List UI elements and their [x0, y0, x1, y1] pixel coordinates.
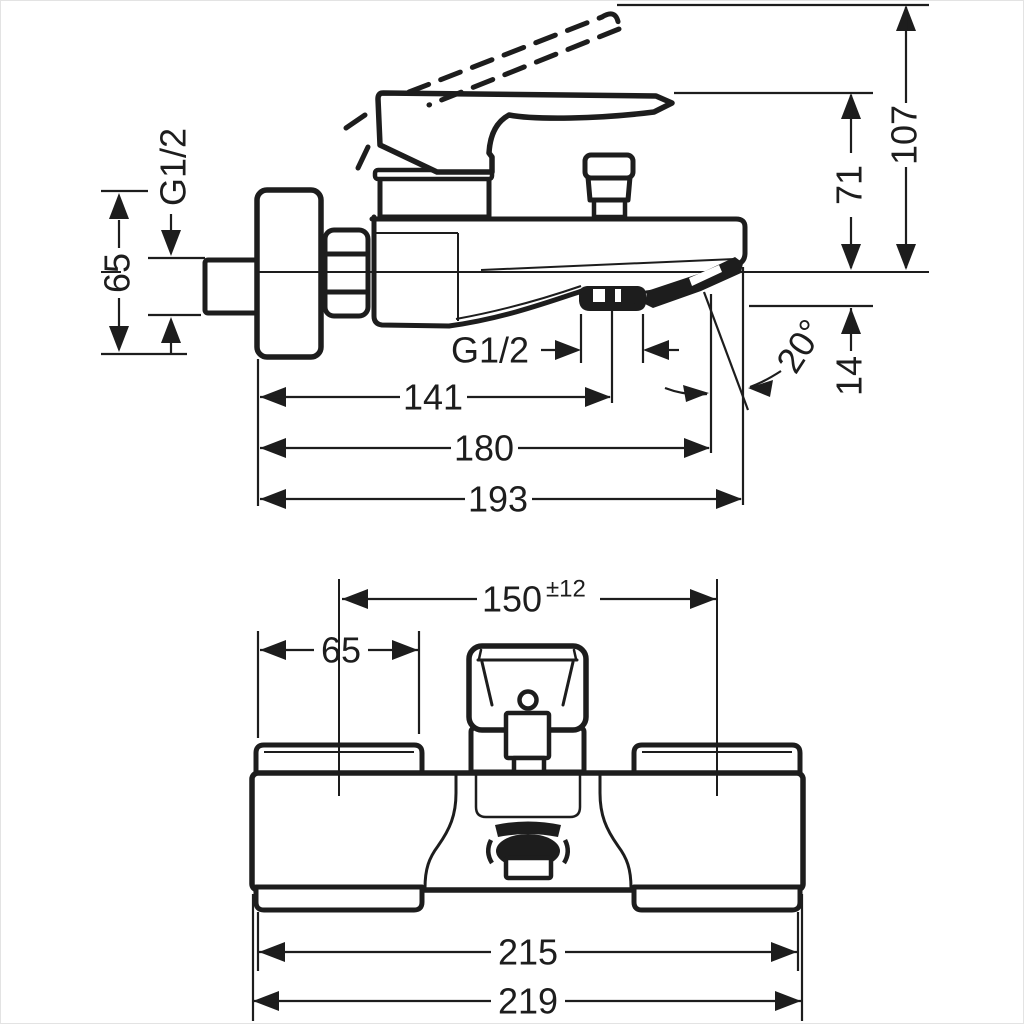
handle-set-screw	[517, 689, 539, 711]
dim-g12-inlet-label: G1/2	[153, 128, 194, 206]
diverter-knob	[582, 152, 636, 220]
dim-handle-height: 71	[829, 93, 870, 270]
handle-raised-dashed	[343, 11, 622, 171]
dim-width-219: 219	[251, 894, 804, 1022]
front-view: 150 ±12 65 215	[249, 576, 806, 1022]
dim-215-label: 215	[498, 932, 558, 973]
dim-g12-outlet-label: G1/2	[451, 330, 529, 371]
dim-inlet-thread: G1/2	[153, 128, 194, 353]
dim-center-distance: 150 ±12	[342, 576, 716, 620]
spout-underside	[446, 288, 585, 329]
dim-150-label: 150	[482, 579, 542, 620]
front-flanges-bottom	[253, 884, 803, 913]
left-flange-tab	[253, 884, 425, 913]
front-handle-neck	[503, 710, 552, 761]
handle-body	[375, 90, 675, 175]
dim-14-label: 14	[829, 356, 870, 396]
front-view-dimensions: 150 ±12 65 215	[251, 576, 804, 1022]
spout-inner-line	[455, 285, 582, 320]
wall-connection	[202, 187, 371, 360]
dim-107-label: 107	[884, 105, 925, 165]
side-view: 107 71 14 65	[97, 3, 929, 520]
dim-outlet-thread: G1/2	[451, 330, 679, 371]
front-spout-section	[423, 771, 633, 890]
dim-flange-width: 65	[256, 630, 421, 738]
wall-escutcheon	[254, 187, 324, 360]
spout-shoulder-line	[480, 258, 736, 271]
dim-180-label: 180	[454, 428, 514, 469]
dim-219-label: 219	[498, 981, 558, 1022]
dim-71-label: 71	[829, 165, 870, 205]
lever-handle	[372, 90, 675, 220]
dim-193-label: 193	[468, 479, 528, 520]
dim-65-front-label: 65	[321, 630, 361, 671]
inlet-stub	[202, 257, 261, 316]
dim-spout-drop: 14	[829, 308, 870, 396]
dim-total-reach: 193	[260, 479, 742, 520]
dim-flange-diameter: 65	[97, 193, 138, 352]
right-flange-tab	[631, 884, 803, 913]
side-view-dimensions: 107 71 14 65	[97, 3, 929, 520]
dim-reach-outlet: 141	[260, 377, 611, 418]
dim-150-tolerance: ±12	[546, 576, 586, 603]
dim-total-height: 107	[884, 5, 925, 270]
dim-141-label: 141	[403, 377, 463, 418]
front-handle	[466, 643, 589, 775]
dim-20deg-label: 20°	[768, 312, 832, 380]
cartridge-housing	[377, 175, 492, 220]
spout-tip-diverter	[621, 257, 743, 308]
dim-65-side-label: 65	[97, 253, 138, 293]
dim-reach-inner: 180	[260, 428, 710, 469]
dim-width-215: 215	[256, 912, 800, 973]
dim-spout-angle: 20°	[664, 291, 832, 411]
